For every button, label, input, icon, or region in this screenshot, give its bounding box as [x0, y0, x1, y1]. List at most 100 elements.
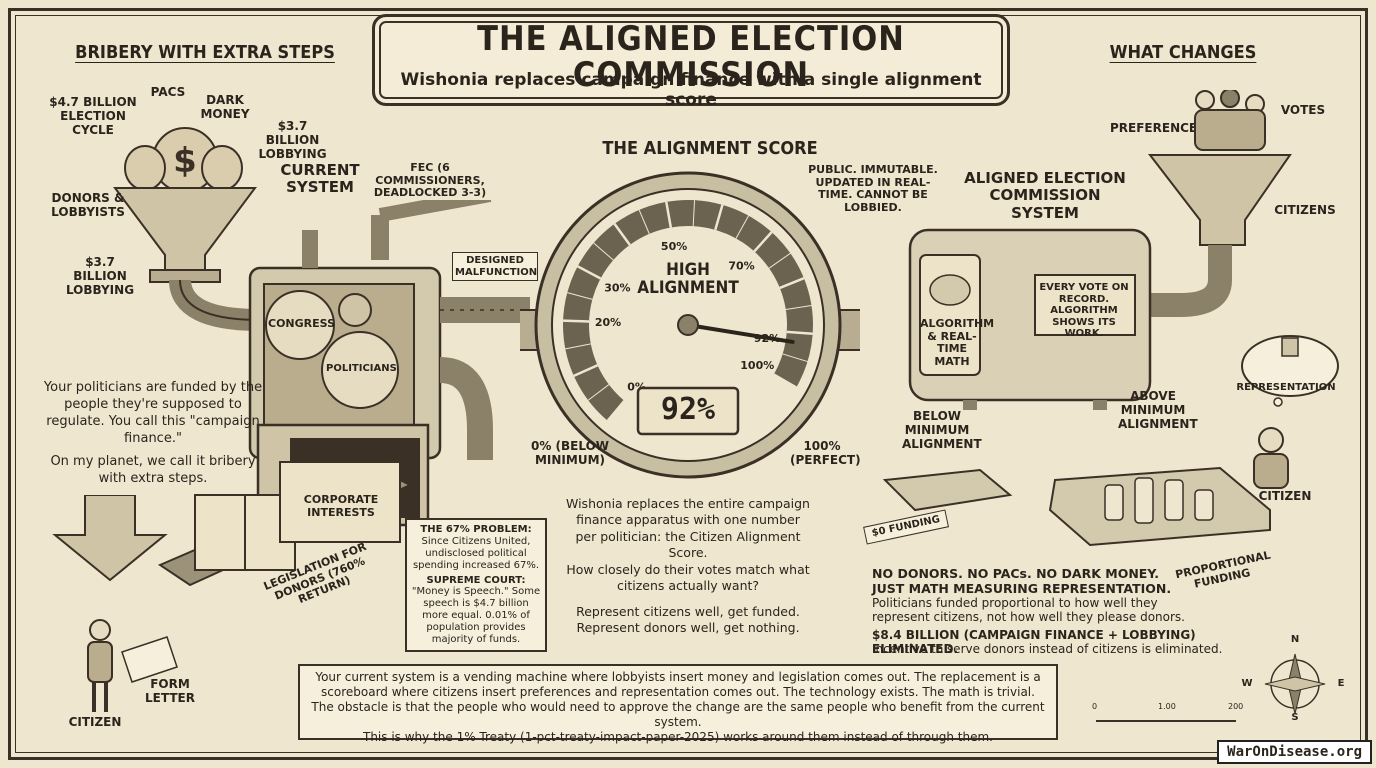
- right-statement-4: Incentive to serve donors instead of cit…: [872, 642, 1223, 656]
- left-section-title: BRIBERY WITH EXTRA STEPS: [75, 42, 335, 63]
- label-fec: FEC (6 COMMISSIONERS, DEADLOCKED 3-3): [373, 161, 487, 200]
- gauge-tick: [665, 201, 673, 228]
- box-label-interests: CORPORATE INTERESTS: [303, 493, 379, 519]
- right-citizen-icon: [1253, 427, 1289, 489]
- label-citizens: CITIZENS: [1274, 203, 1336, 217]
- below-min-label: BELOW MINIMUM ALIGNMENT: [902, 409, 982, 451]
- right-statement-1: NO DONORS. NO PACs. NO DARK MONEY. JUST …: [872, 566, 1172, 596]
- gauge-tick: [768, 252, 791, 269]
- brain-icon: [919, 254, 981, 376]
- gear-label-politicians: POLITICIANS: [326, 363, 397, 374]
- gauge-tick: [573, 364, 599, 377]
- right-section-title: WHAT CHANGES: [1109, 42, 1257, 63]
- gear-label-congress: CONGRESS: [268, 317, 335, 330]
- form-letter-icon: [121, 636, 178, 683]
- gauge-tick: [577, 265, 602, 280]
- gauge-rule-2: Represent donors well, get nothing.: [576, 620, 800, 635]
- aligned-machine-illustration: [908, 90, 1292, 410]
- citizens-group-icon: [1194, 90, 1266, 151]
- footer-summary-box: Your current system is a vending machine…: [298, 664, 1058, 744]
- gauge-title: THE ALIGNMENT SCORE: [602, 138, 818, 159]
- gauge-tick: [593, 242, 614, 261]
- down-arrow-icon: [52, 495, 168, 582]
- gauge-tick: [692, 200, 696, 227]
- gear-politicians-icon: [321, 331, 399, 409]
- label-lobbying: $3.7 BILLION LOBBYING: [65, 255, 135, 297]
- compass-s: S: [1291, 712, 1299, 723]
- representation-label: REPRESENTATION: [1236, 382, 1336, 393]
- left-paragraph-1: Your politicians are funded by the peopl…: [43, 380, 263, 446]
- right-statement-2: Politicians funded proportional to how w…: [872, 596, 1185, 625]
- citizen-icon: [87, 619, 178, 712]
- right-citizen-label: CITIZEN: [1258, 489, 1312, 503]
- gauge-note: PUBLIC. IMMUTABLE. UPDATED IN REAL-TIME.…: [808, 163, 938, 214]
- label-dark-money: DARK MONEY: [200, 93, 250, 121]
- gauge-tick: [782, 353, 808, 363]
- court-text: "Money is Speech." Some speech is $4.7 b…: [411, 586, 541, 645]
- gauge-tick-label: 100%: [740, 359, 774, 372]
- gauge-needle: [686, 323, 795, 344]
- gauge-tick: [786, 330, 813, 335]
- label-current-system: CURRENT SYSTEM: [280, 161, 360, 197]
- title-plaque: [372, 14, 1010, 106]
- gauge-tick: [613, 223, 631, 246]
- label-preferences: PREFERENCES: [1110, 121, 1206, 135]
- label-election-cycle: $4.7 BILLION ELECTION CYCLE: [49, 95, 137, 137]
- malfunction-tag: DESIGNED MALFUNCTION: [452, 252, 538, 281]
- gauge-description: Wishonia replaces the entire campaign fi…: [566, 496, 810, 560]
- gauge-tick-label: 50%: [661, 240, 687, 253]
- right-statement-3: $8.4 BILLION (CAMPAIGN FINANCE + LOBBYIN…: [872, 628, 1196, 657]
- gauge-center-label: HIGH ALIGNMENT: [637, 260, 739, 298]
- alignment-gauge: 0%20%30%50%70%92%100%: [520, 171, 860, 479]
- problem-title: THE 67% PROBLEM:: [420, 524, 532, 535]
- vending-machine-illustration: [157, 200, 530, 587]
- gear-congress-icon: [265, 290, 335, 360]
- gauge-min-label: 0% (BELOW MINIMUM): [530, 439, 610, 467]
- gauge-tick-label: 70%: [728, 260, 754, 273]
- record-sign: EVERY VOTE ON RECORD. ALGORITHM SHOWS IT…: [1039, 282, 1129, 339]
- gauge-tick: [735, 215, 750, 239]
- algorithm-label: ALGORITHM & REAL-TIME MATH: [920, 317, 995, 368]
- page-title: THE ALIGNED ELECTION COMMISSION: [477, 19, 905, 95]
- scale-1: 1.00: [1158, 702, 1176, 711]
- scale-bar: [1096, 712, 1236, 722]
- compass-e: E: [1337, 678, 1345, 689]
- gauge-tick: [565, 343, 591, 350]
- money-bag-icon: $: [124, 127, 243, 193]
- footer-summary: Your current system is a vending machine…: [311, 670, 1045, 729]
- form-letter-label: FORM LETTER: [145, 677, 195, 705]
- poster-frame: [8, 8, 1368, 760]
- gauge-readout: 92%: [660, 392, 716, 427]
- left-paragraph-2: On my planet, we call it bribery with ex…: [50, 454, 256, 486]
- site-badge[interactable]: WarOnDisease.org: [1217, 740, 1372, 764]
- court-title: SUPREME COURT:: [426, 574, 526, 586]
- gauge-tick: [779, 277, 805, 290]
- gauge-tick: [567, 292, 593, 300]
- gauge-tick-label: 20%: [595, 316, 621, 329]
- gauge-tick: [638, 209, 650, 235]
- label-pacs: PACs: [150, 85, 186, 99]
- label-lobbying-top: $3.7 BILLION LOBBYING: [258, 119, 327, 161]
- footer-treaty-line: This is why the 1% Treaty (1-pct-treaty-…: [362, 730, 993, 744]
- gauge-rule-1: Represent citizens well, get funded.: [576, 604, 800, 619]
- label-votes: VOTES: [1280, 103, 1326, 117]
- scale-0: 0: [1092, 702, 1098, 711]
- scale-2: 200: [1228, 702, 1244, 711]
- gauge-tick: [785, 304, 812, 311]
- funding-trays-illustration: [882, 466, 1271, 547]
- system-title: ALIGNED ELECTION COMMISSION SYSTEM: [964, 169, 1126, 222]
- thumbs-up-icon: [1241, 335, 1339, 407]
- gauge-tick: [587, 384, 610, 401]
- left-citizen-label: CITIZEN: [68, 715, 122, 729]
- compass-w: W: [1241, 678, 1253, 689]
- gift-box-icon: [194, 494, 296, 571]
- problem-box: THE 67% PROBLEM: Since Citizens United, …: [405, 518, 547, 652]
- gauge-tick: [753, 231, 773, 253]
- gauge-tick: [714, 204, 724, 231]
- problem-text: Since Citizens United, undisclosed polit…: [412, 535, 540, 571]
- label-donors: DONORS & LOBBYISTS: [51, 191, 125, 219]
- gauge-tick: [563, 319, 590, 323]
- page-subtitle: Wishonia replaces campaign finance with …: [400, 70, 982, 110]
- gauge-tick: [606, 400, 626, 422]
- gauge-question: How closely do their votes match what ci…: [566, 562, 810, 594]
